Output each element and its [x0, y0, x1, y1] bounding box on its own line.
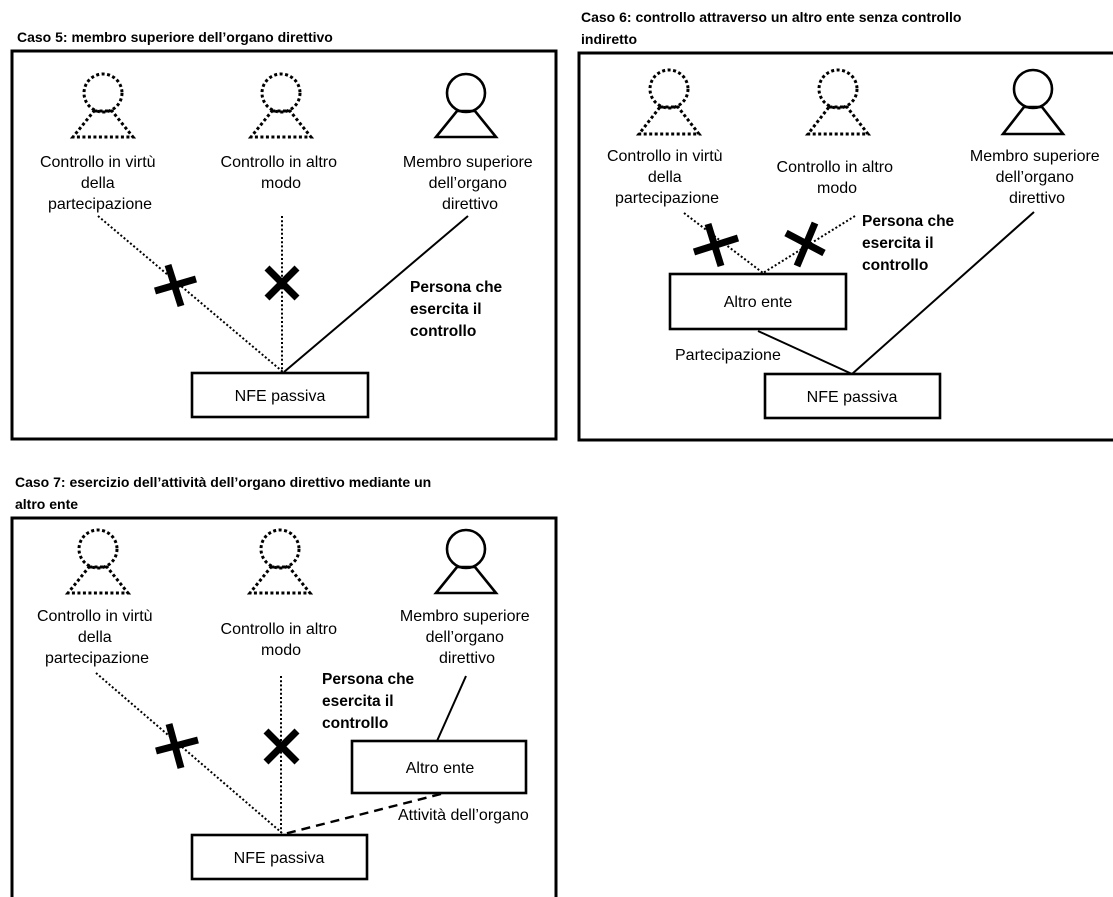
case7-activity-link	[283, 792, 442, 836]
case6-person-participation-label: Controllo in virtù della partecipazione	[607, 148, 727, 207]
case7-title: Caso 7: esercizio dell’attività dell’org…	[15, 474, 435, 512]
case7-other-cross-icon	[263, 728, 300, 765]
case5-person-participation-icon	[69, 72, 137, 139]
case5-panel: Caso 5: membro superiore dell’organo dir…	[10, 29, 558, 441]
case5-controller-note: Persona che esercita il controllo	[410, 279, 507, 340]
case7-person-participation-icon	[64, 528, 132, 595]
case7-person-member-label: Membro superiore dell’organo direttivo	[400, 608, 534, 667]
case5-person-participation-label: Controllo in virtù della partecipazione	[40, 154, 160, 213]
case7-person-other-icon	[246, 528, 314, 595]
case7-other-entity-box	[350, 739, 528, 795]
case6-panel: Caso 6: controllo attraverso un altro en…	[577, 9, 1113, 442]
case5-participation-cross-icon	[154, 263, 197, 308]
case6-nfe-box	[763, 372, 942, 420]
case6-person-participation-icon	[635, 68, 703, 136]
case6-title: Caso 6: controllo attraverso un altro en…	[581, 9, 965, 47]
case5-participation-connector	[97, 215, 284, 373]
case7-participation-cross-icon	[155, 723, 199, 769]
case7-member-connector	[436, 675, 467, 742]
case5-title: Caso 5: membro superiore dell’organo dir…	[17, 29, 333, 45]
case5-other-cross-icon	[264, 265, 300, 301]
case7-controller-note: Persona che esercita il controllo	[322, 671, 419, 732]
case7-activity-label: Attività dell’organo	[398, 807, 529, 824]
case6-person-other-label: Controllo in altro modo	[777, 159, 898, 197]
case5-person-member-icon	[433, 72, 499, 139]
case5-person-other-label: Controllo in altro modo	[221, 154, 342, 192]
case7-person-member-icon	[433, 528, 499, 595]
case6-person-member-label: Membro superiore dell’organo direttivo	[970, 148, 1104, 207]
case6-other-entity-box	[668, 272, 848, 331]
case6-member-connector	[851, 211, 1035, 375]
case5-frame	[10, 49, 558, 441]
case6-participation-link	[757, 330, 853, 375]
case7-panel: Caso 7: esercizio dell’attività dell’org…	[10, 474, 558, 897]
case6-nfe-label: NFE passiva	[807, 389, 898, 406]
case7-nfe-label: NFE passiva	[234, 850, 325, 867]
case6-other-cross-icon	[784, 221, 826, 268]
case5-person-other-icon	[247, 72, 315, 139]
case5-nfe-box	[190, 371, 370, 419]
case6-other-connector	[762, 215, 856, 274]
case6-person-member-icon	[1000, 68, 1066, 136]
case7-participation-connector	[95, 672, 283, 834]
case5-person-member-label: Membro superiore dell’organo direttivo	[403, 154, 537, 213]
case6-participation-cross-icon	[692, 222, 740, 268]
case7-other-entity-label: Altro ente	[406, 760, 475, 777]
case6-frame	[577, 51, 1113, 442]
case5-nfe-label: NFE passiva	[235, 388, 326, 405]
case6-controller-note: Persona che esercita il controllo	[862, 213, 959, 274]
case7-nfe-box	[190, 833, 369, 881]
case6-participation-label: Partecipazione	[675, 347, 781, 364]
case6-person-other-icon	[804, 68, 872, 136]
case6-other-entity-label: Altro ente	[724, 294, 793, 311]
case7-frame	[10, 516, 558, 897]
case7-person-participation-label: Controllo in virtù della partecipazione	[37, 608, 157, 667]
case5-member-connector	[283, 215, 469, 373]
case7-person-other-label: Controllo in altro modo	[221, 621, 342, 659]
